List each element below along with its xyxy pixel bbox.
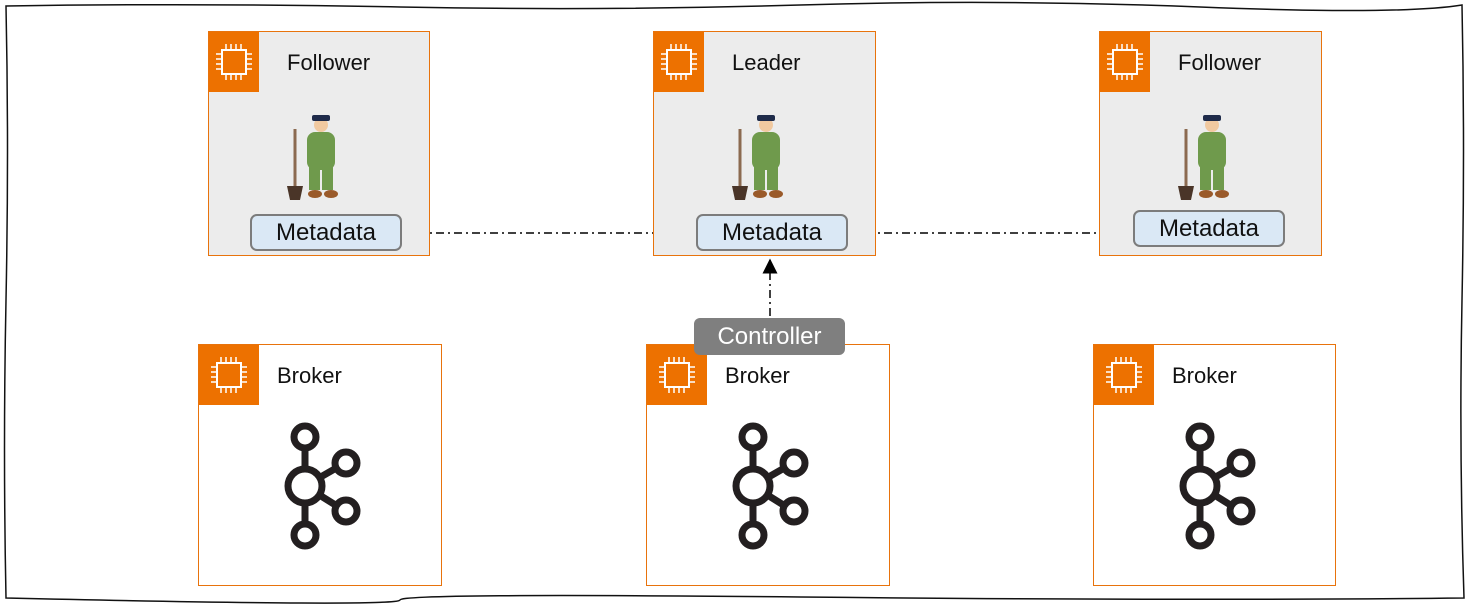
metadata-store: Metadata	[1133, 210, 1285, 247]
zookeeper-worker-icon	[732, 115, 783, 200]
metadata-store: Metadata	[696, 214, 848, 251]
kafka-broker-node: Broker	[1093, 344, 1336, 586]
zookeeper-worker-icon	[287, 115, 338, 200]
kafka-logo-icon	[284, 422, 361, 550]
zookeeper-leader-node: Leader Metadata	[653, 31, 876, 256]
kafka-broker-node: Broker	[198, 344, 442, 586]
kafka-broker-node: Broker	[646, 344, 890, 586]
ec2-chip-icon	[209, 32, 259, 92]
zookeeper-follower-node: Follower Metadata	[1099, 31, 1322, 256]
kafka-logo-icon	[732, 422, 809, 550]
ec2-chip-icon	[1100, 32, 1150, 92]
broker-label: Broker	[277, 363, 342, 388]
ec2-chip-icon	[199, 345, 259, 405]
zookeeper-worker-icon	[1178, 115, 1229, 200]
node-role: Follower	[287, 50, 371, 75]
ec2-chip-icon	[654, 32, 704, 92]
metadata-store: Metadata	[250, 214, 402, 251]
ec2-chip-icon	[1094, 345, 1154, 405]
controller-badge: Controller	[694, 318, 845, 355]
kafka-logo-icon	[1179, 422, 1256, 550]
node-role: Follower	[1178, 50, 1262, 75]
node-role: Leader	[732, 50, 801, 75]
broker-label: Broker	[725, 363, 790, 388]
zookeeper-follower-node: Follower Metadata	[208, 31, 430, 256]
ec2-chip-icon	[647, 345, 707, 405]
broker-label: Broker	[1172, 363, 1237, 388]
